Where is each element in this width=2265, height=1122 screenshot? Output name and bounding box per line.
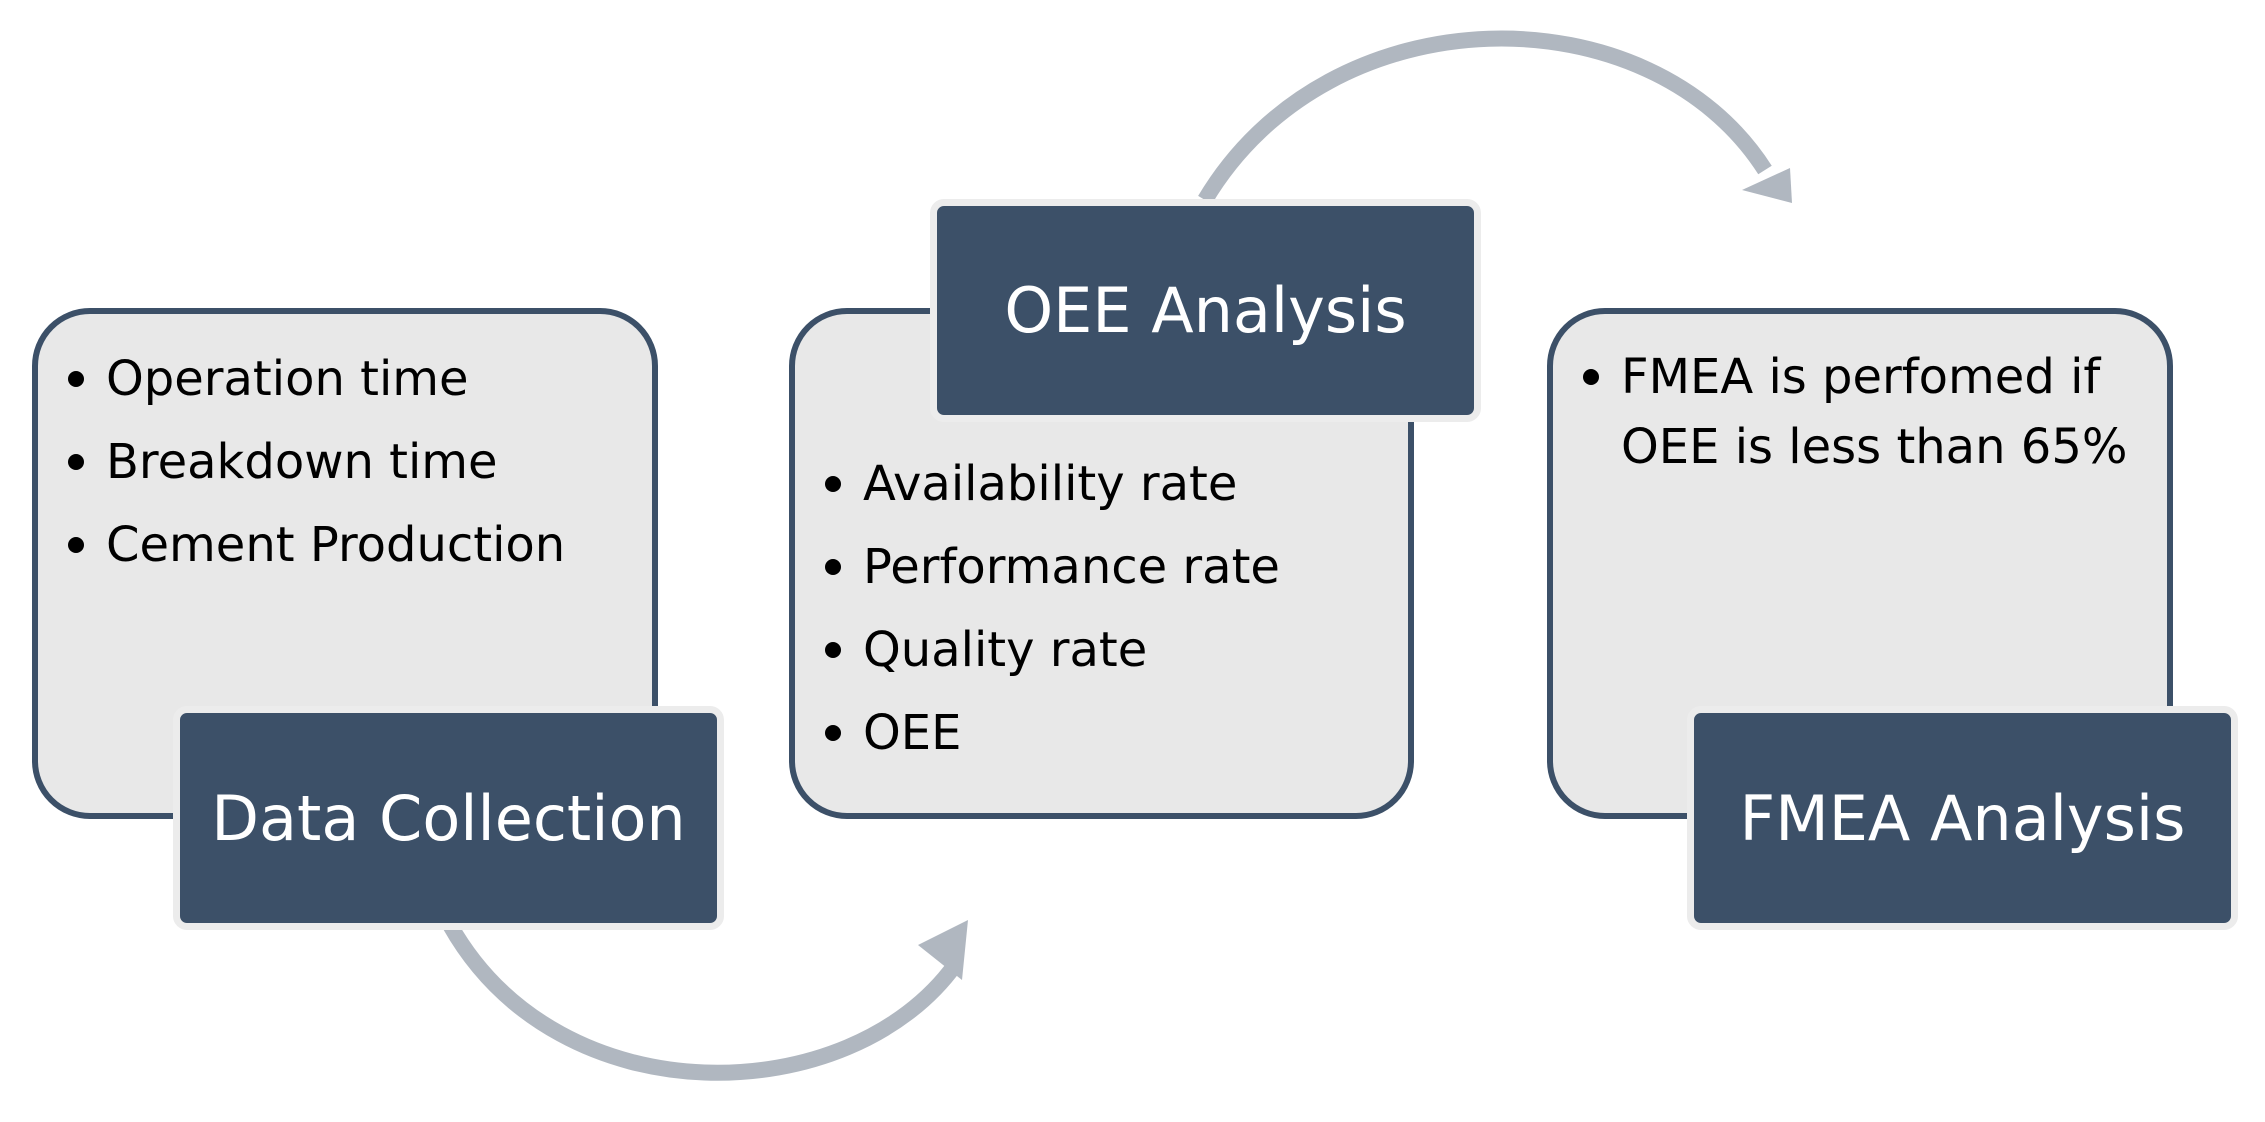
fmea-analysis-list: FMEA is perfomed if OEE is less than 65% (1581, 342, 2141, 482)
list-item: FMEA is perfomed if OEE is less than 65% (1581, 342, 2141, 482)
data-collection-label: Data Collection (173, 706, 724, 930)
list-item: Operation time (66, 338, 565, 421)
list-item: Quality rate (823, 609, 1280, 692)
list-item: Availability rate (823, 443, 1280, 526)
data-collection-card: Operation time Breakdown time Cement Pro… (32, 308, 658, 819)
oee-analysis-list: Availability rate Performance rate Quali… (823, 443, 1280, 775)
list-item: Cement Production (66, 504, 565, 587)
arrowhead-data-to-oee (918, 920, 968, 980)
arrow-data-to-oee (443, 921, 962, 1081)
oee-analysis-label: OEE Analysis (930, 199, 1481, 422)
arrow-oee-to-fmea (1198, 30, 1772, 205)
fmea-analysis-label: FMEA Analysis (1687, 706, 2238, 930)
list-item: Breakdown time (66, 421, 565, 504)
arrowhead-oee-to-fmea (1742, 168, 1792, 203)
list-item: OEE (823, 692, 1280, 775)
data-collection-list: Operation time Breakdown time Cement Pro… (66, 338, 565, 587)
list-item: Performance rate (823, 526, 1280, 609)
